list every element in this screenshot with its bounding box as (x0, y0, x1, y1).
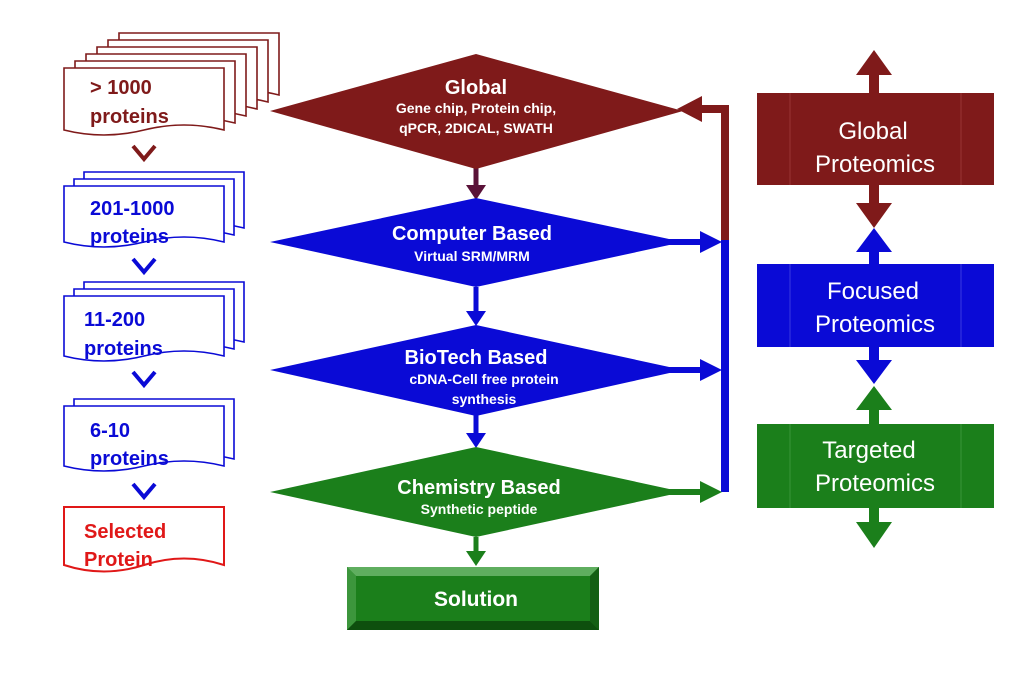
focused-proteomics-box: Focused Proteomics (757, 264, 994, 347)
arrow-down-icon (856, 522, 892, 548)
feedback-line-blue (721, 240, 729, 492)
stack-label-line2: proteins (90, 226, 169, 248)
bevel-bottom (347, 621, 599, 630)
solution-label: Solution (434, 588, 518, 611)
diamond-title: Chemistry Based (397, 477, 560, 499)
document-sheet (63, 67, 225, 136)
box-label-line1: Focused (827, 278, 919, 305)
diamond-title: Computer Based (392, 223, 552, 245)
stack-label-line2: proteins (90, 106, 169, 128)
arrow-down-icon (466, 311, 486, 326)
diamond-title: Global (445, 77, 507, 99)
selected-protein-document: Selected Protein (63, 506, 225, 573)
chevron-down-icon (131, 482, 157, 501)
diamond-computer-based: Computer Based Virtual SRM/MRM (270, 198, 683, 287)
arrow-shaft (869, 408, 879, 426)
diamond-biotech-based: BioTech Based cDNA-Cell free protein syn… (270, 325, 683, 416)
arrow-shaft (869, 72, 879, 96)
document-sheet (63, 295, 225, 362)
arrow-right-icon (700, 481, 722, 503)
stack-label-line2: proteins (90, 448, 169, 470)
arrow-left-icon (677, 96, 702, 122)
arrow-up-icon (856, 386, 892, 410)
arrow-shaft (666, 367, 702, 373)
arrow-shaft (869, 184, 879, 206)
diamond-sub-line2: qPCR, 2DICAL, SWATH (399, 120, 553, 136)
diamond-sub-line1: Virtual SRM/MRM (414, 248, 530, 264)
document-sheet (63, 185, 225, 248)
box-shape (757, 424, 994, 508)
protein-stack-6-10: 6-10 proteins (63, 398, 235, 472)
proteomics-arrows (856, 50, 892, 548)
box-shape (757, 93, 994, 185)
diamond-shape (270, 447, 683, 537)
stack-label-line1: 6-10 (90, 420, 130, 442)
arrow-down-icon (466, 185, 486, 200)
stack-label-line1: 11-200 (84, 309, 145, 331)
global-proteomics-box: Global Proteomics (757, 93, 994, 185)
center-connectors (466, 168, 486, 566)
feedback-loop (666, 96, 729, 503)
bevel-right (590, 567, 599, 630)
selected-protein-sheet (63, 506, 225, 573)
arrow-shaft (869, 346, 879, 362)
feedback-line-global-top (700, 105, 729, 113)
diamond-sub-line1: cDNA-Cell free protein (409, 371, 558, 387)
solution-face (356, 576, 590, 621)
diamond-sub-line1: Gene chip, Protein chip, (396, 100, 556, 116)
stack-label-line1: Selected (84, 521, 166, 543)
box-label-line2: Proteomics (815, 470, 935, 497)
arrow-down-icon (856, 203, 892, 228)
stack-label-line2: proteins (84, 338, 163, 360)
box-label-line2: Proteomics (815, 151, 935, 178)
chevron-down-icon (131, 144, 157, 163)
arrow-right-icon (700, 359, 722, 381)
arrow-shaft (666, 239, 702, 245)
diamond-global: Global Gene chip, Protein chip, qPCR, 2D… (270, 54, 683, 169)
arrow-up-icon (856, 228, 892, 252)
diamond-title: BioTech Based (405, 347, 548, 369)
document-sheet (63, 405, 225, 472)
diamond-shape (270, 325, 683, 416)
stack-label-line1: > 1000 (90, 77, 152, 99)
protein-stack-gt1000: > 1000 proteins (63, 32, 280, 136)
stack-label-line1: 201-1000 (90, 198, 175, 220)
chevron-down-icon (131, 257, 157, 276)
arrow-up-icon (856, 50, 892, 75)
diamond-chemistry-based: Chemistry Based Synthetic peptide (270, 447, 683, 537)
bevel-top (347, 567, 599, 576)
feedback-line-global (721, 105, 729, 243)
arrow-right-icon (700, 231, 722, 253)
targeted-proteomics-box: Targeted Proteomics (757, 424, 994, 508)
diamond-sub-line1: Synthetic peptide (421, 501, 538, 517)
arrow-down-icon (466, 551, 486, 566)
protein-stack-201-1000: 201-1000 proteins (63, 171, 245, 248)
protein-stack-11-200: 11-200 proteins (63, 281, 245, 362)
chevron-down-icon (131, 370, 157, 389)
stack-label-line2: Protein (84, 549, 153, 571)
arrow-down-icon (466, 433, 486, 448)
arrow-shaft (869, 250, 879, 266)
diamond-shape (270, 54, 683, 169)
box-label-line1: Targeted (822, 437, 915, 464)
box-label-line2: Proteomics (815, 311, 935, 338)
bevel-left (347, 567, 356, 630)
arrow-down-icon (856, 360, 892, 384)
stack-chevrons (131, 144, 157, 501)
box-shape (757, 264, 994, 347)
arrow-shaft (666, 489, 702, 495)
arrow-shaft (869, 507, 879, 525)
diamond-shape (270, 198, 683, 287)
solution-box: Solution (347, 567, 599, 630)
box-label-line1: Global (838, 118, 907, 145)
diamond-sub-line2: synthesis (452, 391, 517, 407)
